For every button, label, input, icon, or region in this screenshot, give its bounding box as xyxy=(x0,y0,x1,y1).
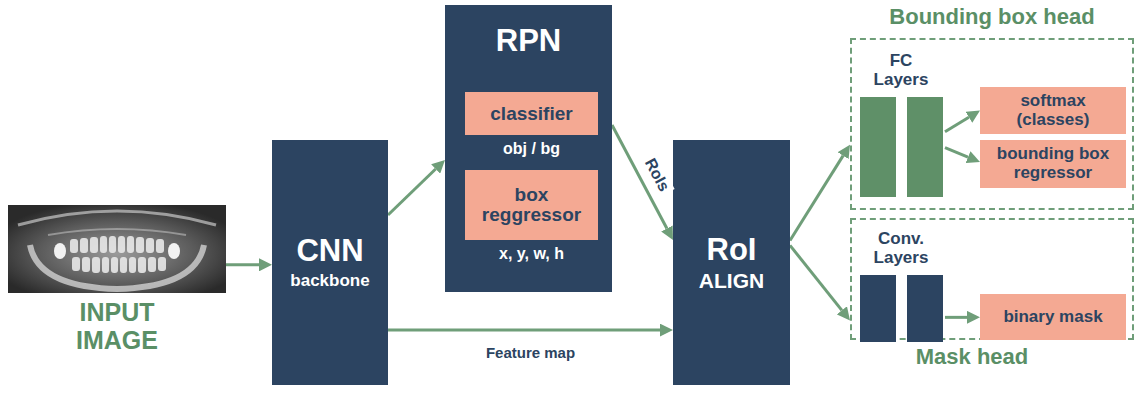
layer-bar xyxy=(907,275,943,342)
box-title: RPN xyxy=(496,23,561,59)
flow-arrow xyxy=(790,156,843,241)
layer-stack: FC Layers xyxy=(857,52,945,197)
flow-arrow xyxy=(388,329,660,332)
layer-label: FC Layers xyxy=(869,52,933,89)
head-group: Bounding box headFC Layerssoftmax (class… xyxy=(850,38,1134,210)
group-title: Bounding box head xyxy=(852,4,1132,30)
box-subtitle: backbone xyxy=(290,271,369,291)
input-image: INPUT IMAGE xyxy=(8,205,226,293)
backbone-box: CNNbackbone xyxy=(272,140,388,385)
rpn-box: RPNclassifierobj / bgbox reggressorx, y,… xyxy=(445,5,612,292)
edge-label: RoIs xyxy=(639,153,674,197)
edge-label: Feature map xyxy=(483,344,578,361)
flow-arrow xyxy=(945,148,968,157)
output-box: softmax (classes) xyxy=(980,87,1126,134)
layer-bar xyxy=(907,97,943,197)
flow-arrow xyxy=(945,316,967,319)
flow-arrow xyxy=(226,263,259,266)
output-note: obj / bg xyxy=(465,140,598,158)
box-label: bounding box regressor xyxy=(986,145,1120,182)
box-title: RoI xyxy=(707,232,757,268)
output-note: x, y, w, h xyxy=(465,245,598,263)
box-title: CNN xyxy=(296,233,363,269)
output-box: binary mask xyxy=(980,294,1126,340)
flow-arrow xyxy=(945,117,969,132)
box-label: softmax (classes) xyxy=(986,92,1120,129)
layer-bar xyxy=(860,97,896,197)
layer-stack: Conv. Layers xyxy=(857,230,945,342)
xray-illustration xyxy=(8,205,226,293)
flow-arrow xyxy=(790,245,842,310)
flow-arrow xyxy=(388,169,436,215)
group-title: Mask head xyxy=(852,344,1092,370)
image-caption: INPUT IMAGE xyxy=(57,299,177,354)
process-box: classifierobj / bg xyxy=(465,92,598,135)
roi-align-box: RoIALIGN xyxy=(673,140,790,385)
process-box: box reggressorx, y, w, h xyxy=(465,170,598,240)
layer-bar xyxy=(860,275,896,342)
head-group: Mask headConv. Layersbinary mask xyxy=(850,218,1134,340)
box-label: binary mask xyxy=(1003,308,1102,327)
box-subtitle: ALIGN xyxy=(699,268,764,293)
output-box: bounding box regressor xyxy=(980,140,1126,188)
layer-label: Conv. Layers xyxy=(869,230,933,267)
box-label: box reggressor xyxy=(471,185,592,225)
box-label: classifier xyxy=(490,104,572,124)
